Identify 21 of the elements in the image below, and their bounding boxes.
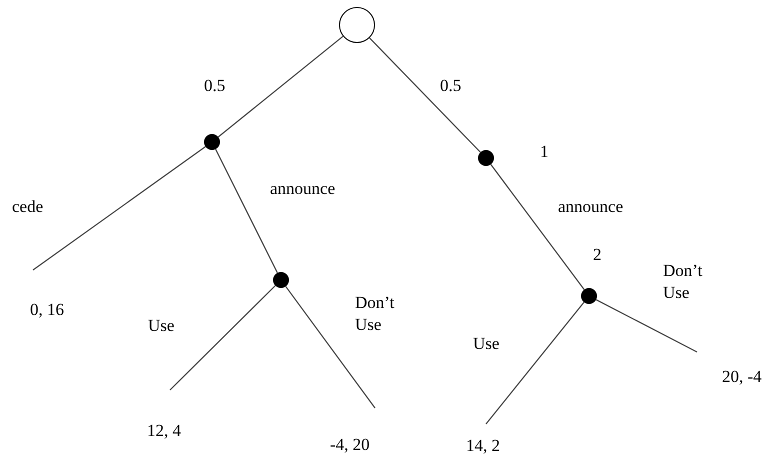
tree-branch <box>486 302 584 424</box>
decision-node <box>478 150 494 166</box>
tree-branch <box>170 285 276 390</box>
decision-node <box>204 134 220 150</box>
payoff-text: 12, 4 <box>147 422 181 439</box>
chance-node <box>339 7 375 43</box>
payoff-text: 0, 16 <box>30 301 64 318</box>
player-label: 2 <box>593 246 602 263</box>
tree-branch <box>215 148 278 274</box>
tree-branch <box>596 299 698 353</box>
decision-node <box>581 288 597 304</box>
tree-branch <box>32 146 206 270</box>
tree-branch <box>490 164 585 290</box>
decision-node <box>273 272 289 288</box>
tree-branch <box>285 286 376 408</box>
payoff-text: -4, 20 <box>330 436 370 453</box>
player-label: 1 <box>540 143 548 160</box>
tree-branch <box>218 36 344 138</box>
tree-branch <box>369 38 481 153</box>
payoff-text: 20, -4 <box>722 368 762 385</box>
payoff-text: 14, 2 <box>466 437 500 454</box>
